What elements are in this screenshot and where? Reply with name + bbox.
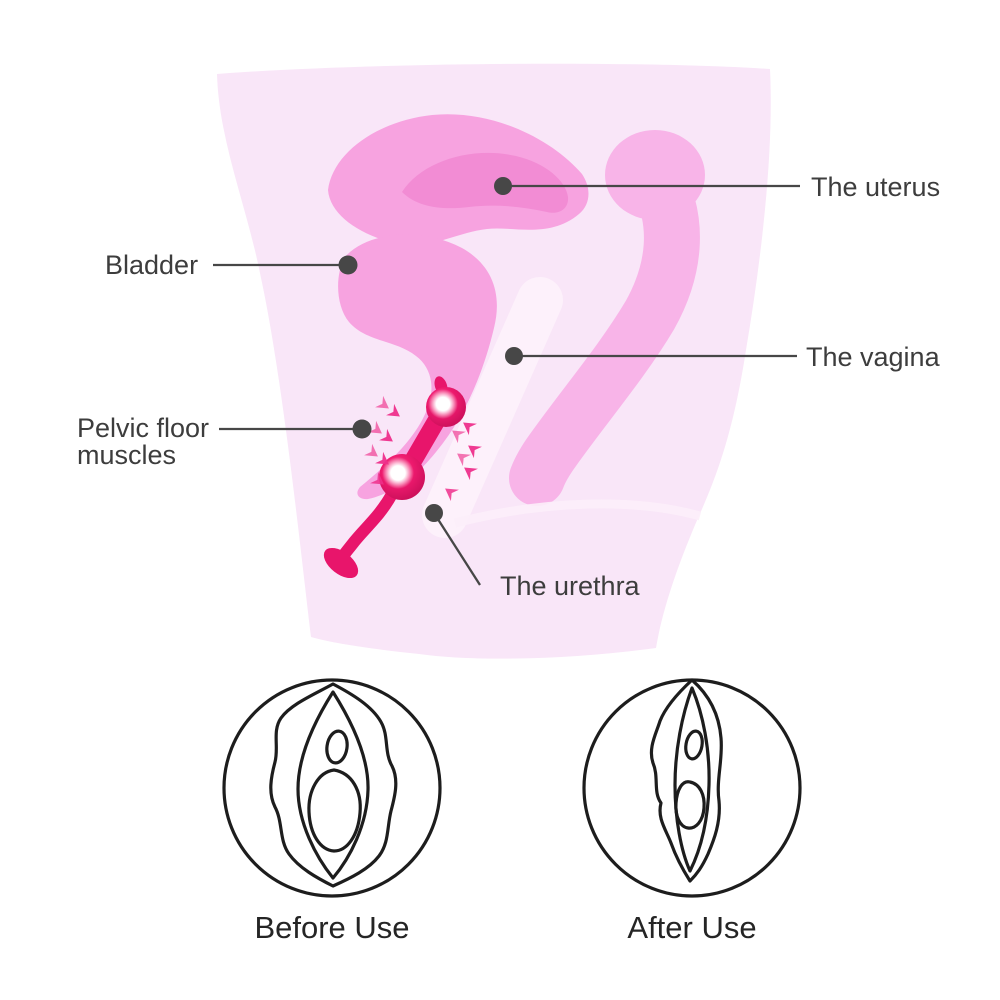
- uterus-label: The uterus: [811, 172, 940, 202]
- vagina-label: The vagina: [806, 342, 941, 372]
- pelvic-floor-label-line1: Pelvic floor: [77, 413, 209, 443]
- arrow-icon: [364, 443, 378, 457]
- pelvic-floor-label-line2: muscles: [77, 440, 176, 470]
- arrow-icon: [463, 422, 477, 436]
- kegel-balls-device: [323, 376, 466, 579]
- arrow-icon: [368, 420, 382, 434]
- arrow-icon: [386, 403, 400, 417]
- perineum-crease-line: [453, 499, 702, 528]
- arrow-icon: [468, 445, 482, 459]
- arrow-icon: [452, 430, 466, 444]
- after-use-figure: [582, 678, 802, 898]
- arrow-icon: [445, 488, 459, 502]
- uterus-inner-shape: [402, 152, 569, 213]
- callout-dot: [494, 177, 512, 195]
- callout-dot: [352, 419, 372, 439]
- before-use-figure: [222, 678, 442, 898]
- callout-uterus: The uterus: [494, 172, 940, 202]
- callout-urethra: The urethra: [425, 504, 641, 601]
- callout-vagina: The vagina: [505, 342, 941, 372]
- arrow-icon: [375, 395, 389, 409]
- callout-pelvic-floor: Pelvic floor muscles: [77, 413, 372, 470]
- callout-bladder: Bladder: [105, 250, 358, 280]
- callout-dot: [425, 504, 443, 522]
- bladder-label: Bladder: [105, 250, 198, 280]
- posterior-tissue-shape: [509, 130, 705, 506]
- vaginal-opening-mark: [307, 768, 362, 853]
- device-ball-upper-glow: [428, 389, 458, 419]
- urethral-opening-mark: [325, 729, 349, 765]
- after-use-caption: After Use: [627, 910, 756, 945]
- device-tail-tip: [323, 547, 359, 579]
- arrow-icon: [379, 428, 393, 442]
- urethra-label: The urethra: [500, 571, 641, 601]
- callout-line: [433, 512, 481, 586]
- device-ball-lower-glow: [382, 457, 414, 489]
- vaginal-canal-highlight: [422, 277, 563, 538]
- vaginal-opening-mark: [674, 780, 706, 830]
- callout-dot: [505, 347, 523, 365]
- contraction-arrows-right: [445, 422, 482, 502]
- arrow-icon: [457, 453, 471, 467]
- vulva-inner-outline: [296, 690, 370, 880]
- callout-dot: [338, 255, 358, 275]
- before-after-comparison: Before Use After Use: [222, 678, 802, 945]
- contraction-arrows-left: [364, 395, 400, 485]
- arrow-icon: [370, 471, 384, 485]
- posterior-tissue-band: [509, 147, 700, 506]
- before-use-caption: Before Use: [254, 910, 409, 945]
- urethral-opening-mark: [684, 729, 704, 761]
- arrow-icon: [464, 467, 478, 481]
- bladder-urethra-shape: [338, 234, 497, 500]
- pelvic-cross-section-illustration: [217, 63, 771, 659]
- arrow-icon: [375, 451, 389, 465]
